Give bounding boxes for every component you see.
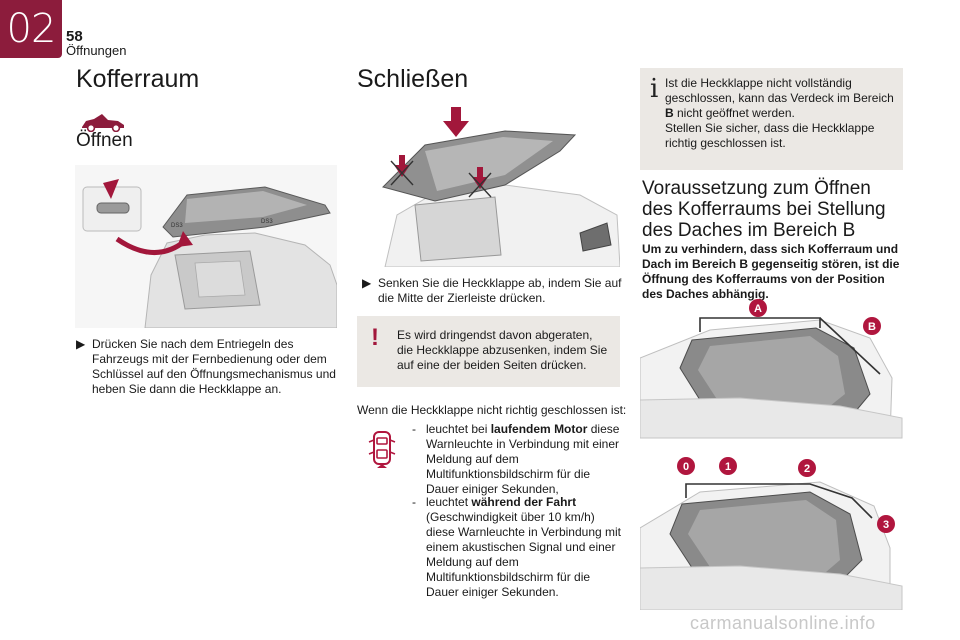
warning-item-driving: - leuchtet während der Fahrt (Geschwindi… bbox=[412, 495, 621, 599]
close-tailgate-illustration bbox=[355, 105, 620, 267]
roof-label-1: 1 bbox=[725, 461, 731, 473]
bullet-icon: ▶ bbox=[362, 276, 372, 290]
roof-condition-intro: Um zu verhindern, dass sich Kofferraum u… bbox=[642, 242, 900, 301]
title-schliessen: Schließen bbox=[357, 65, 469, 93]
warning-text: Es wird dringendst davon abgeraten, die … bbox=[397, 328, 608, 372]
badge-text: DS3 bbox=[171, 223, 183, 229]
subtitle-oeffnen: Öffnen bbox=[76, 130, 133, 151]
roof-label-b: B bbox=[868, 321, 876, 333]
roof-label-2: 2 bbox=[804, 463, 810, 475]
info-text: Ist die Heckklappe nicht vollständig ges… bbox=[665, 76, 894, 150]
watermark: carmanualsonline.info bbox=[690, 613, 876, 633]
warning-panel: ! Es wird dringendst davon abgeraten, di… bbox=[357, 316, 620, 387]
roof-position-illustration: A B 0 1 2 3 bbox=[640, 299, 903, 610]
not-closed-intro: Wenn die Heckklappe nicht richtig geschl… bbox=[357, 403, 627, 417]
chapter-tab: 02 bbox=[0, 0, 62, 58]
info-panel: i Ist die Heckklappe nicht vollständig g… bbox=[640, 68, 903, 170]
bullet-icon: ▶ bbox=[76, 337, 86, 351]
page-number: 58 bbox=[66, 28, 83, 45]
warning-item-engine-running: - leuchtet bei laufendem Motor diese War… bbox=[412, 422, 620, 496]
title-roof-condition: Voraussetzung zum Öffnen des Kofferraums… bbox=[642, 178, 886, 241]
title-kofferraum: Kofferraum bbox=[76, 65, 200, 93]
roof-label-3: 3 bbox=[883, 519, 889, 531]
open-instruction: ▶ Drücken Sie nach dem Entriegeln des Fa… bbox=[76, 337, 336, 396]
tailgate-open-warning-icon bbox=[368, 431, 396, 468]
open-tailgate-illustration: DS3 DS3 bbox=[75, 165, 337, 328]
convertible-car-icon bbox=[82, 114, 124, 132]
roof-label-a: A bbox=[754, 303, 762, 315]
close-instruction: ▶ Senken Sie die Heckklappe ab, indem Si… bbox=[362, 276, 622, 305]
exclamation-icon: ! bbox=[371, 324, 379, 351]
badge-text-2: DS3 bbox=[261, 219, 273, 225]
info-icon: i bbox=[650, 74, 659, 104]
section-name: Öffnungen bbox=[66, 43, 127, 58]
roof-label-0: 0 bbox=[683, 461, 689, 473]
